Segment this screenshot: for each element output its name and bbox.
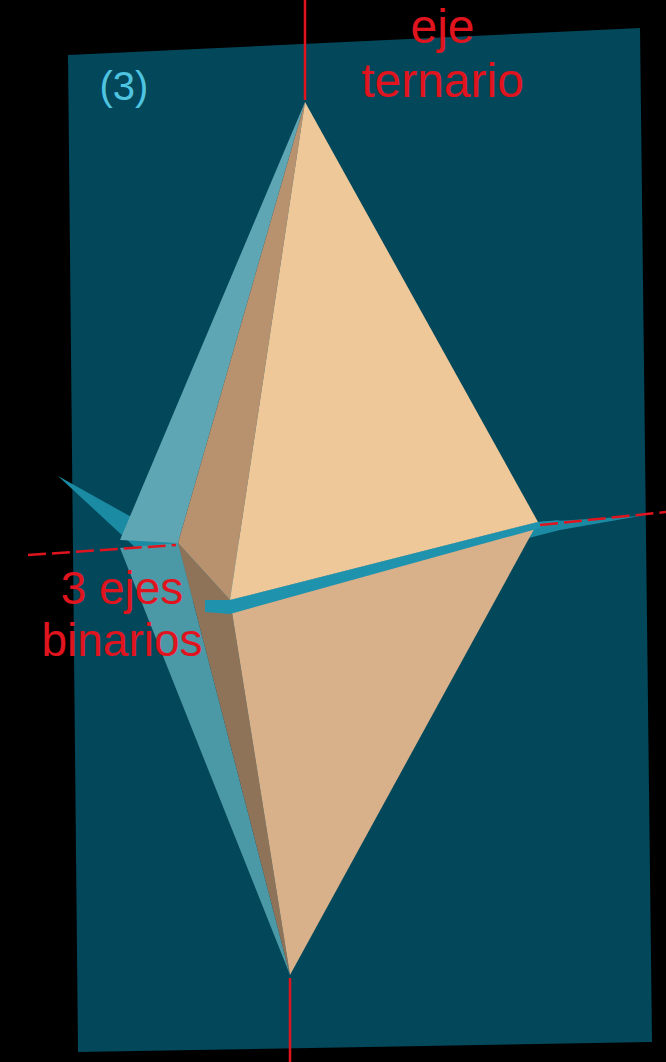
axis-label: 3 ejes binarios (4, 563, 240, 666)
vertical-plane (68, 28, 652, 1052)
ternary-axis (289, 978, 292, 1062)
binary-axis (28, 545, 176, 555)
horizontal-plane-front (205, 520, 560, 614)
axis-label: eje ternario (335, 0, 550, 108)
ternary-axis (304, 0, 307, 100)
plane-number: (3) (76, 64, 172, 109)
binary-axis (540, 512, 666, 525)
upper-right-face (230, 102, 538, 600)
